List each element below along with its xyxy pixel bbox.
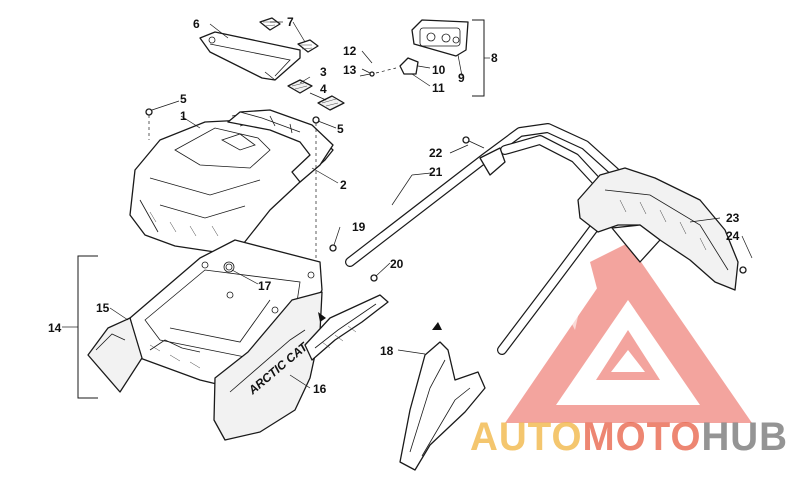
callout-13: 13: [343, 63, 357, 77]
callout-8: 8: [491, 51, 498, 65]
callout-4: 4: [320, 82, 327, 96]
rear-cowl-part: [129, 111, 334, 253]
watermark-moto-text: MOTO: [583, 415, 702, 459]
rear-fender-part: [577, 167, 747, 291]
bracket-plate-part: [199, 31, 301, 81]
svg-text:AUTOMOTOHUB: AUTOMOTOHUB: [470, 415, 788, 459]
callout-1: 1: [180, 109, 187, 123]
pad-7a-part: [259, 17, 281, 31]
callout-labels: 6 7 3 4 5 1 5 2 12 13 10 9 11 8 19 20 17…: [48, 15, 740, 396]
callout-19: 19: [352, 220, 366, 234]
washer-17-part: [225, 263, 233, 271]
callout-15: 15: [96, 301, 110, 315]
side-bracket-part: [304, 294, 389, 361]
pad-7b-part: [297, 39, 319, 53]
seat-tray-part: [227, 109, 334, 183]
callout-5a: 5: [180, 92, 187, 106]
callout-7: 7: [287, 15, 294, 29]
right-side-panel-part: ARCTIC CAT: [213, 291, 323, 441]
callout-2: 2: [340, 178, 347, 192]
callout-10: 10: [432, 63, 446, 77]
callout-20: 20: [390, 257, 404, 271]
callout-11: 11: [432, 81, 445, 95]
callout-12: 12: [343, 44, 357, 58]
screw-5a-part: [145, 108, 153, 140]
watermark-hub-text: HUB: [701, 415, 788, 459]
left-side-panel-part: [87, 317, 143, 393]
callout-9: 9: [458, 71, 465, 85]
callout-6: 6: [193, 17, 200, 31]
watermark-auto-text: AUTO: [470, 415, 583, 459]
bolt-19-part: [329, 244, 337, 252]
taillight-assembly: [359, 19, 469, 77]
bolt-22-part: [462, 136, 485, 149]
callout-22: 22: [429, 146, 443, 160]
lower-guard-part: [399, 322, 486, 471]
nut-20-part: [370, 274, 378, 282]
watermark-brand: AUTOMOTOHUB: [470, 415, 788, 459]
leader-lines: [62, 19, 753, 399]
screw-5b-part: [312, 116, 320, 275]
callout-18: 18: [380, 344, 394, 358]
callout-14: 14: [48, 321, 62, 335]
pad-4-part: [317, 95, 345, 111]
watermark-logo-icon: [505, 243, 752, 423]
pad-3-part: [287, 79, 313, 94]
callout-17: 17: [258, 279, 272, 293]
callout-21: 21: [429, 165, 443, 179]
callout-16: 16: [313, 382, 327, 396]
callout-5b: 5: [337, 122, 344, 136]
callout-3: 3: [320, 65, 327, 79]
callout-23: 23: [726, 211, 740, 225]
callout-24: 24: [726, 229, 740, 243]
